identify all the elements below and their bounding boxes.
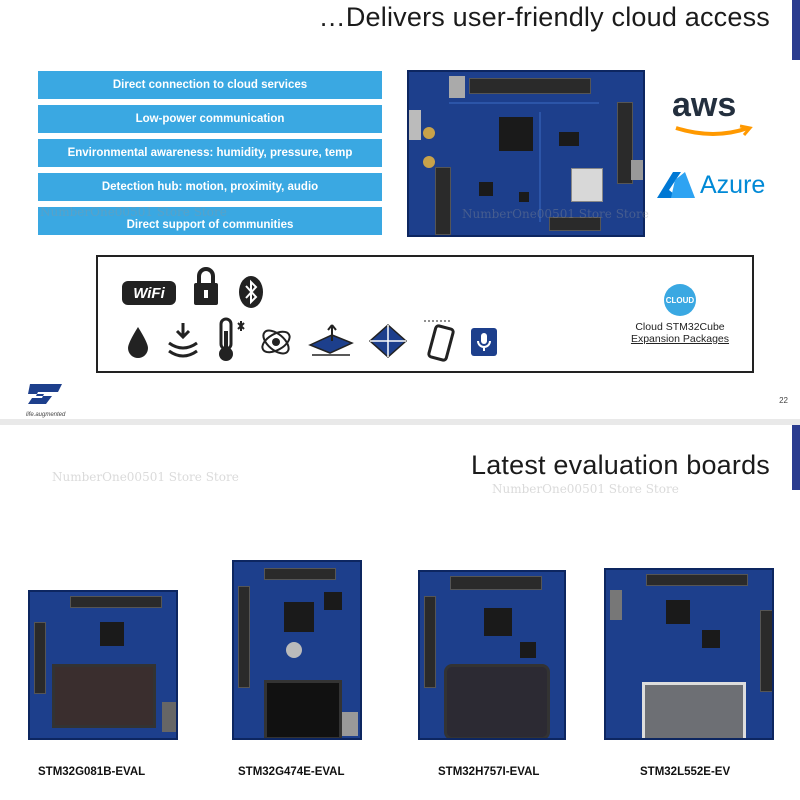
motion-icon — [261, 329, 291, 355]
board-label: STM32L552E-EV — [640, 766, 731, 778]
board-label: STM32H757I-EVAL — [438, 766, 540, 778]
iot-board-image — [407, 70, 645, 237]
svg-text:CLOUD: CLOUD — [666, 296, 695, 305]
connectivity-sensor-icons: WiFi — [96, 255, 754, 373]
slide-evaluation-boards: Latest evaluation boards STM32G081B-EVAL… — [0, 425, 800, 800]
board-image — [418, 570, 566, 740]
page-number: 22 — [779, 396, 788, 405]
thermometer-icon — [219, 317, 245, 361]
brand-tagline: life.augmented — [26, 412, 66, 418]
tof-sensor-icon — [308, 324, 354, 356]
cloud-expansion-packages: CLOUD Cloud STM32Cube Expansion Packages — [620, 283, 740, 345]
feature-item: Low-power communication — [38, 105, 382, 133]
board-image — [28, 590, 178, 740]
board-label: STM32G474E-EVAL — [238, 766, 345, 778]
cloud-icon: CLOUD — [664, 284, 696, 316]
aws-logo: aws — [672, 86, 753, 136]
slide-title: Latest evaluation boards — [470, 450, 770, 480]
slide-accent-bar — [792, 0, 800, 60]
slide-divider — [0, 419, 800, 425]
wifi-icon: WiFi — [122, 281, 176, 305]
cloud-caption-line2: Expansion Packages — [630, 333, 730, 345]
aws-smile-icon — [675, 124, 753, 136]
slide-title: …Delivers user-friendly cloud access — [318, 2, 770, 32]
accelerometer-icon — [368, 323, 408, 359]
bluetooth-icon — [239, 276, 263, 308]
cloud-caption-line1: Cloud STM32Cube — [635, 321, 725, 333]
humidity-drop-icon — [128, 327, 148, 358]
azure-logo: Azure — [655, 170, 765, 200]
microphone-icon — [471, 328, 497, 356]
feature-item: Direct connection to cloud services — [38, 71, 382, 99]
board-label: STM32G081B-EVAL — [38, 766, 146, 778]
slide-accent-bar — [792, 425, 800, 490]
slide-cloud-access: …Delivers user-friendly cloud access Dir… — [26, 0, 800, 418]
board-image — [604, 568, 774, 740]
lock-icon — [194, 267, 218, 305]
st-logo: life.augmented — [26, 382, 65, 418]
azure-a-icon — [657, 172, 695, 198]
phone-icon — [424, 320, 455, 362]
st-brand-icon — [28, 384, 62, 404]
feature-item: Direct support of communities — [38, 207, 382, 235]
board-image — [232, 560, 362, 740]
feature-item: Environmental awareness: humidity, press… — [38, 139, 382, 167]
feature-item: Detection hub: motion, proximity, audio — [38, 173, 382, 201]
feature-list: Direct connection to cloud services Low-… — [38, 71, 382, 241]
pressure-icon — [168, 323, 198, 358]
